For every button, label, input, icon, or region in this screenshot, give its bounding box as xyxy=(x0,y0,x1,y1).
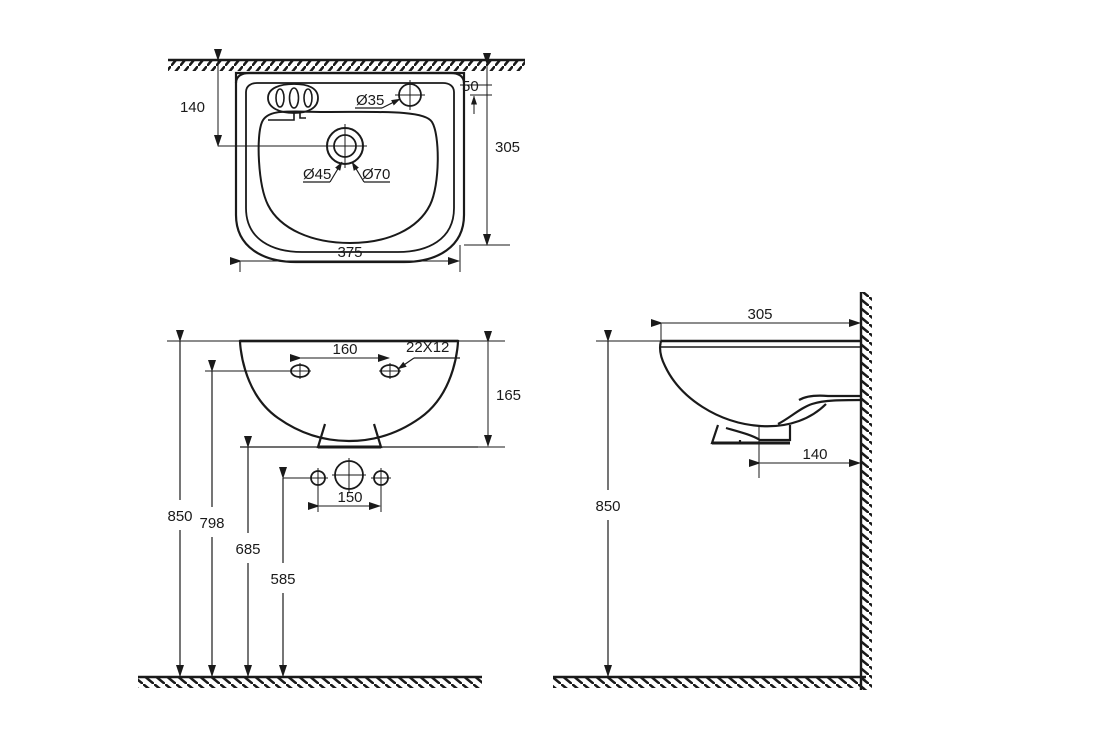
dim-850-side: 850 xyxy=(595,330,663,677)
top-view: 140 50 305 375 Ø35 xyxy=(168,49,525,272)
dim-label-305-top: 305 xyxy=(495,139,520,156)
bolt-pattern-detail: 150 xyxy=(308,458,391,512)
dim-label-d70: Ø70 xyxy=(362,166,390,183)
tap-hole-right-front xyxy=(379,363,401,379)
dim-850-front: 850 xyxy=(167,330,240,677)
dim-685-front: 685 xyxy=(235,436,261,677)
tap-hole-top xyxy=(395,80,425,110)
leader-d70: Ø70 xyxy=(351,161,390,183)
dim-140-top: 140 xyxy=(180,49,345,147)
leader-22x12: 22X12 xyxy=(397,339,460,370)
dim-label-585-front: 585 xyxy=(270,571,295,588)
front-view: 160 22X12 165 xyxy=(138,330,521,688)
dim-585-front: 585 xyxy=(270,467,317,677)
dim-798-front: 798 xyxy=(199,360,225,677)
tap-hole-left-front xyxy=(289,363,311,379)
dim-165-front: 165 xyxy=(440,331,521,448)
dim-label-375-top: 375 xyxy=(337,244,362,261)
dim-305-side: 305 xyxy=(651,306,861,345)
waste-shelf-side xyxy=(798,394,861,401)
dim-label-140-side: 140 xyxy=(802,446,827,463)
overflow-slots xyxy=(267,83,319,121)
dim-305-top: 305 xyxy=(464,53,520,246)
bowl-opening-top xyxy=(257,110,439,245)
basin-outline-front xyxy=(238,339,460,443)
side-view-wall xyxy=(859,292,872,690)
side-view: 305 140 850 xyxy=(553,292,872,690)
dim-375-top: 375 xyxy=(230,244,461,272)
leader-d35: Ø35 xyxy=(355,92,401,109)
dim-label-685-front: 685 xyxy=(235,541,260,558)
dim-160-front: 160 xyxy=(290,341,390,362)
dim-label-d35: Ø35 xyxy=(356,92,384,109)
dim-140-side: 140 xyxy=(749,446,861,467)
dim-label-22x12: 22X12 xyxy=(406,339,449,356)
side-view-floor xyxy=(553,675,866,688)
dim-label-50-top: 50 xyxy=(462,78,479,95)
dim-label-798-front: 798 xyxy=(199,515,224,532)
dim-label-850-front: 850 xyxy=(167,508,192,525)
basin-outline-top xyxy=(234,71,466,264)
leader-d45: Ø45 xyxy=(303,161,343,183)
dim-label-140-top: 140 xyxy=(180,99,205,116)
front-view-floor xyxy=(138,675,482,688)
dim-label-165: 165 xyxy=(496,387,521,404)
basin-base-front xyxy=(316,423,383,449)
dim-label-160: 160 xyxy=(332,341,357,358)
dim-label-150: 150 xyxy=(337,489,362,506)
waste-circle-detail xyxy=(332,458,366,492)
dim-label-850-side: 850 xyxy=(595,498,620,515)
top-view-wall xyxy=(168,58,525,71)
basin-inner-rim xyxy=(245,82,455,253)
dim-label-305-side: 305 xyxy=(747,306,772,323)
dim-label-d45: Ø45 xyxy=(303,166,331,183)
